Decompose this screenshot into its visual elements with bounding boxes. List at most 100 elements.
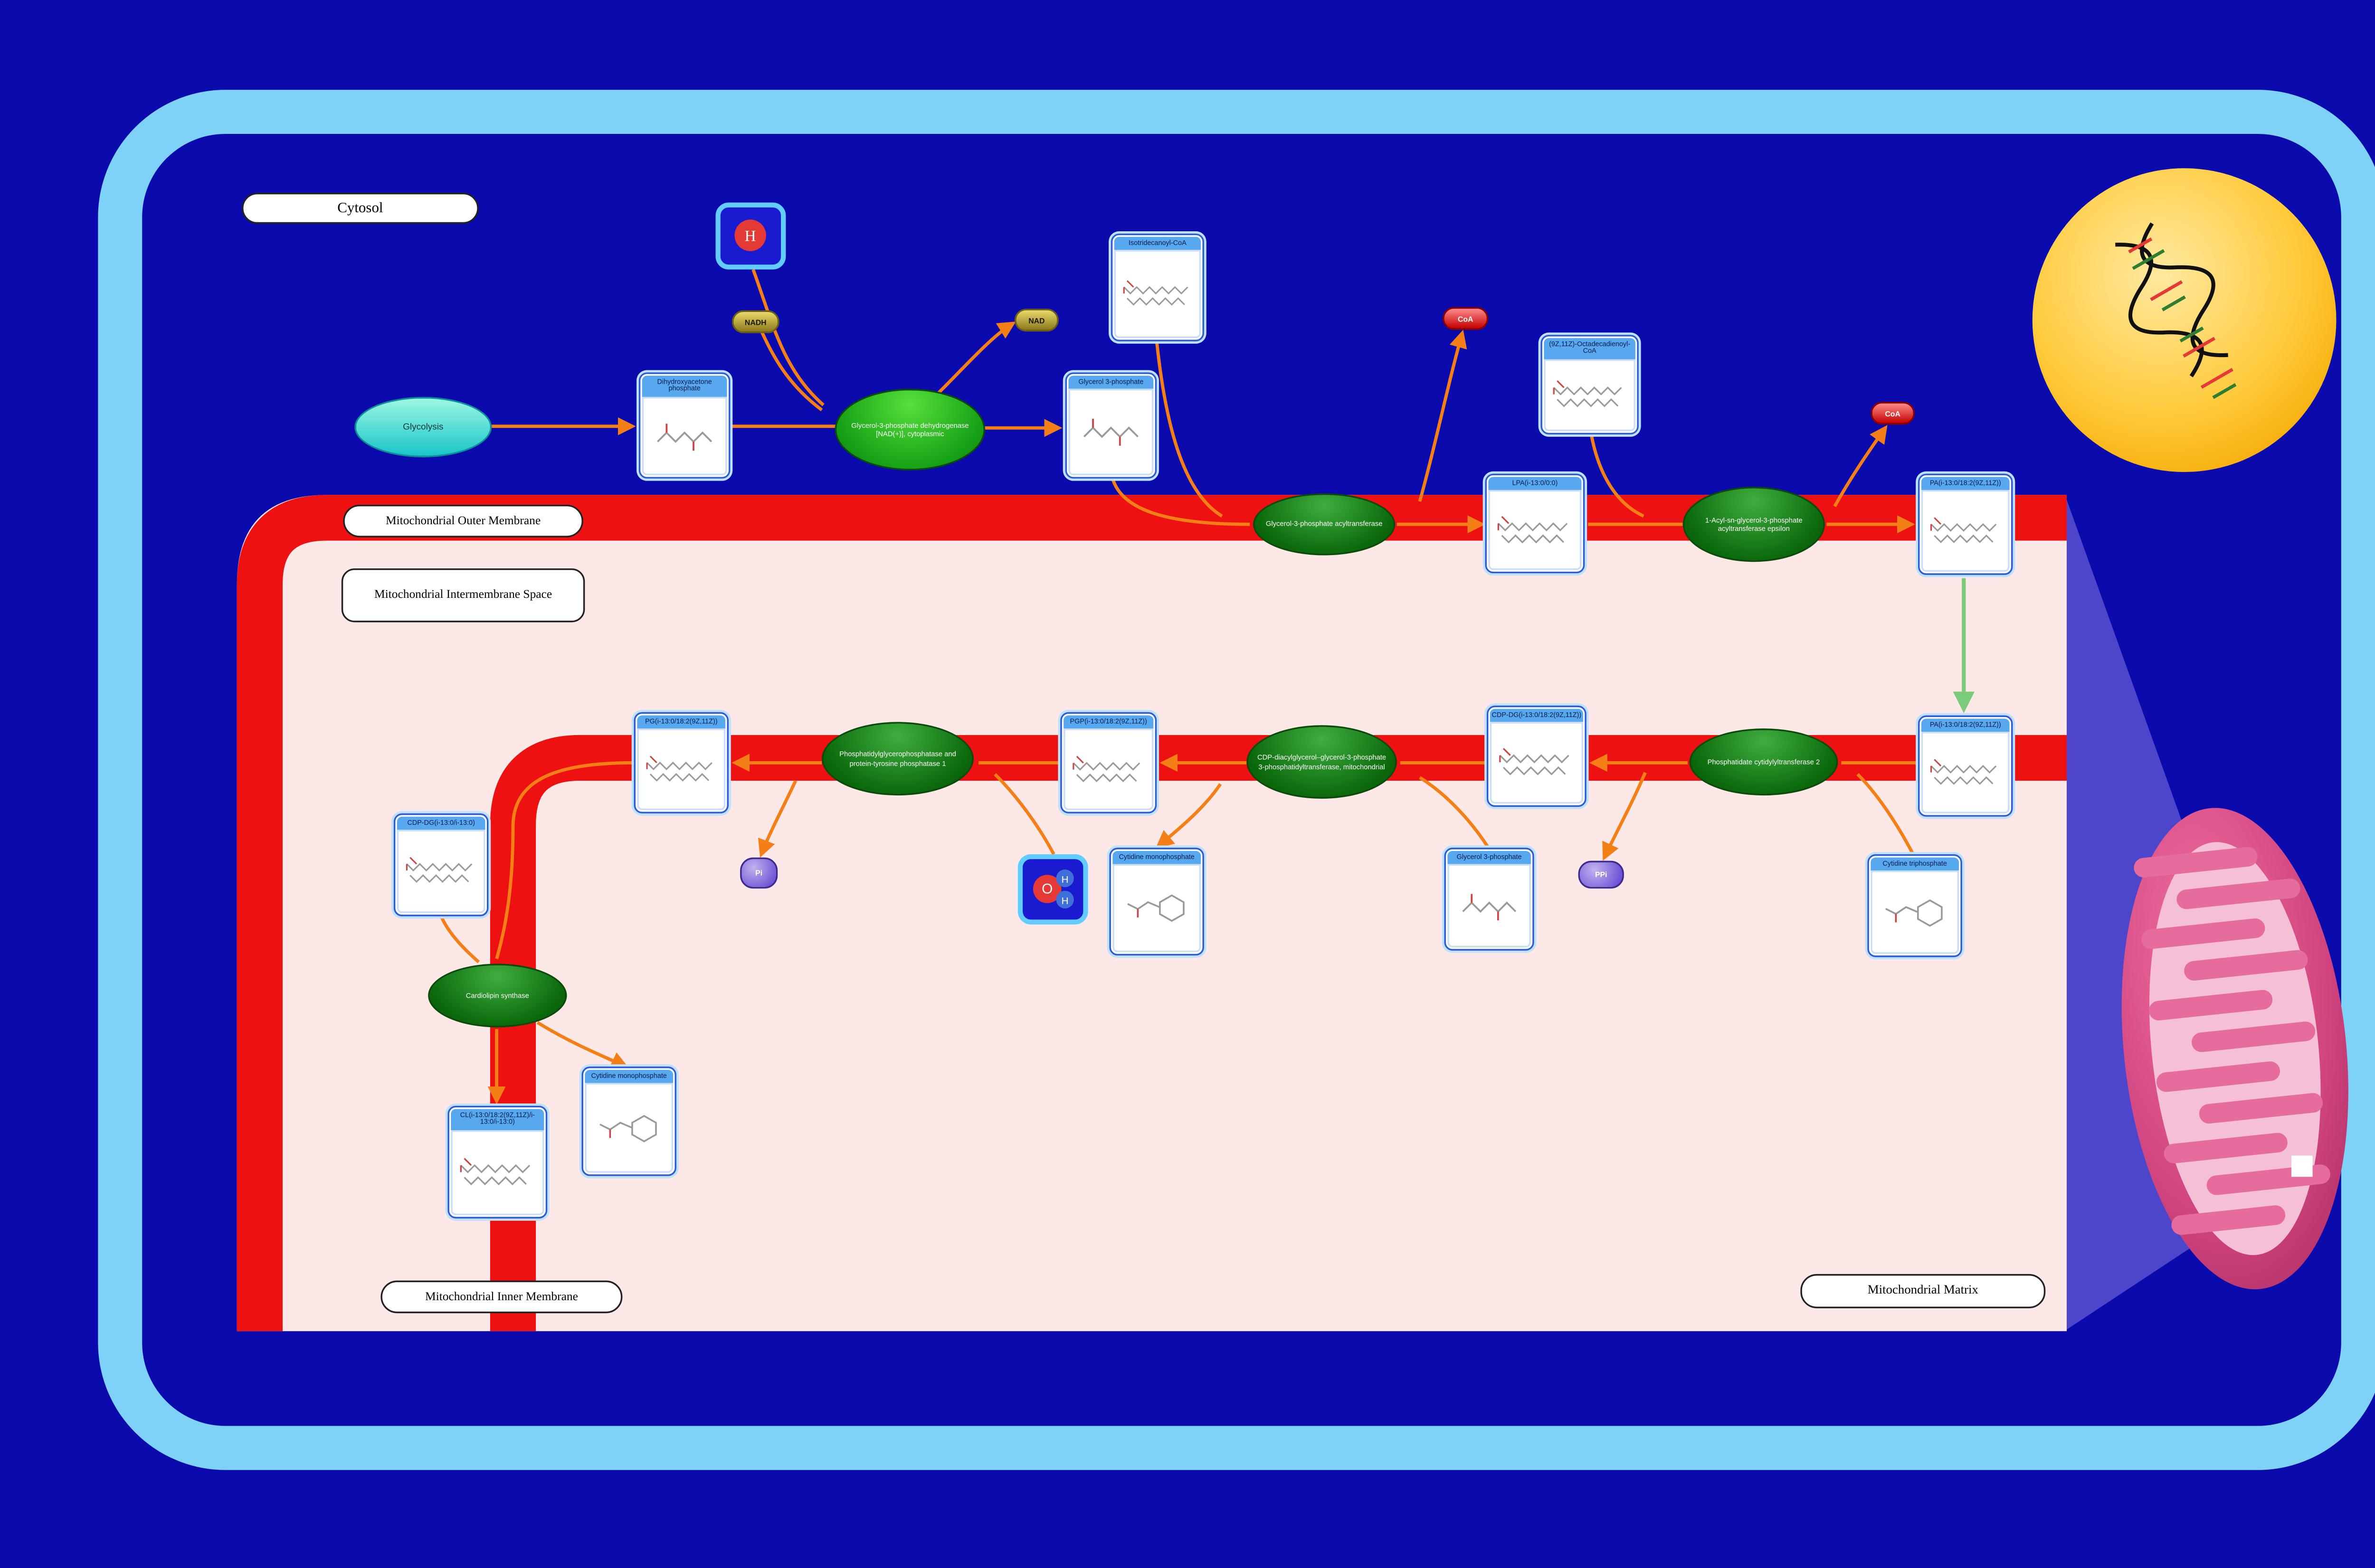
edge-cls-to-cmp2 (536, 1021, 629, 1069)
glycerol-3-phosphate-cytosol-structure (1068, 388, 1154, 475)
pg[interactable]: PG(i-13:0/18:2(9Z,11Z)) (634, 712, 729, 813)
cmp-2[interactable]: Cytidine monophosphate (581, 1067, 676, 1176)
pi[interactable]: Pi (740, 857, 778, 889)
dihydroxyacetone-phosphate[interactable]: Dihydroxyacetone phosphate (638, 372, 731, 479)
isotridecanoyl-coa[interactable]: Isotridecanoyl-CoA (1111, 233, 1204, 341)
dihydroxyacetone-phosphate-structure (642, 396, 727, 475)
svg-text:O: O (1042, 881, 1053, 897)
cl[interactable]: CL(i-13:0/18:2(9Z,11Z)/i-13:0/i-13:0) (447, 1105, 548, 1219)
pg-label: PG(i-13:0/18:2(9Z,11Z)) (637, 715, 726, 728)
molecule-structure-icon (657, 423, 712, 450)
cdp-dg-1-structure (1490, 721, 1583, 804)
gpd1-enzyme-label: Glycerol-3-phosphate dehydrogenase [NAD(… (851, 421, 969, 438)
pa-outer-structure (1921, 490, 2010, 572)
cell-outline (98, 90, 2375, 1470)
svg-text:H: H (1062, 875, 1069, 886)
molecule-structure-icon (460, 1158, 531, 1186)
ptpmt1-enzyme[interactable]: Phosphatidylglycerophosphatase and prote… (822, 722, 974, 796)
ptpmt1-enzyme-label: Phosphatidylglycerophosphatase and prote… (839, 750, 956, 767)
edge-nad-out (936, 321, 1016, 395)
isotridecanoyl-coa-label: Isotridecanoyl-CoA (1114, 236, 1201, 250)
ctp-label: Cytidine triphosphate (1871, 857, 1959, 870)
reaction-edges (439, 269, 1975, 1105)
pi-label: Pi (755, 869, 763, 878)
cl-label: CL(i-13:0/18:2(9Z,11Z)/i-13:0/i-13:0) (451, 1109, 544, 1130)
pgps-enzyme[interactable]: CDP-diacylglycerol–glycerol-3-phosphate … (1246, 725, 1397, 799)
water-molecule-icon: OHH (1033, 869, 1074, 909)
dna-helix-icon (2115, 222, 2237, 399)
pa-inner-label: PA(i-13:0/18:2(9Z,11Z)) (1921, 718, 2010, 732)
ppi[interactable]: PPi (1578, 860, 1624, 889)
molecule-structure-icon (1500, 748, 1570, 776)
cmp-2-structure (585, 1082, 674, 1173)
isotridecanoyl-coa-structure (1114, 249, 1201, 338)
molecule-structure-icon (1073, 755, 1141, 782)
pa-outer-label: PA(i-13:0/18:2(9Z,11Z)) (1921, 477, 2010, 490)
glycerol-3-phosphate-cytosol-label: Glycerol 3-phosphate (1068, 376, 1154, 388)
edge-pg-to-cls (495, 761, 634, 959)
cmp-1-label: Cytidine monophosphate (1112, 851, 1201, 864)
octadecadienoyl-coa-label: (9Z,11Z)-Octadecadienoyl-CoA (1544, 338, 1635, 359)
lpa-label: LPA(i-13:0/0:0) (1488, 477, 1582, 490)
gpat-enzyme[interactable]: Glycerol-3-phosphate acyltransferase (1253, 493, 1396, 556)
cdp-dg-1-label: CDP-DG(i-13:0/18:2(9Z,11Z)) (1490, 708, 1583, 722)
gpd1-enzyme[interactable]: Glycerol-3-phosphate dehydrogenase [NAD(… (835, 388, 986, 471)
proton-icon: H (735, 220, 767, 252)
cdp-dg-1[interactable]: CDP-DG(i-13:0/18:2(9Z,11Z)) (1486, 705, 1586, 807)
lpa[interactable]: LPA(i-13:0/0:0) (1485, 473, 1585, 574)
glycolysis-pathway[interactable]: Glycolysis (354, 397, 492, 458)
edge-nadh-in (756, 322, 823, 412)
agpat-epsilon-enzyme[interactable]: 1-Acyl-sn-glycerol-3-phosphate acyltrans… (1682, 487, 1825, 562)
cmp-1-structure (1112, 863, 1201, 953)
nadh-label: NADH (744, 318, 767, 326)
edge-ppi-out (1602, 772, 1647, 861)
glycerol-3-phosphate-matrix-label: Glycerol 3-phosphate (1447, 851, 1531, 864)
molecule-structure-icon (406, 858, 473, 884)
coa-2[interactable]: CoA (1871, 402, 1915, 425)
cds2-enzyme[interactable]: Phosphatidate cytidylyltransferase 2 (1689, 728, 1838, 796)
intermembrane-space-label: Mitochondrial Intermembrane Space (341, 568, 585, 623)
molecule-structure-icon (1127, 895, 1185, 923)
molecule-structure-icon (1462, 893, 1516, 920)
edge-cmp1-out (1155, 783, 1222, 849)
inner-membrane-label: Mitochondrial Inner Membrane (380, 1280, 623, 1313)
cds2-enzyme-label: Phosphatidate cytidylyltransferase 2 (1707, 757, 1820, 766)
pa-outer[interactable]: PA(i-13:0/18:2(9Z,11Z)) (1918, 473, 2013, 575)
coa-1-label: CoA (1457, 314, 1473, 323)
cdp-dg-2-label: CDP-DG(i-13:0/i-13:0) (397, 816, 485, 830)
mitochondrion-illustration (2121, 808, 2348, 1290)
coa-1[interactable]: CoA (1443, 307, 1489, 330)
ctp-structure (1871, 870, 1959, 954)
cmp-1[interactable]: Cytidine monophosphate (1109, 848, 1204, 956)
cdp-dg-2[interactable]: CDP-DG(i-13:0/i-13:0) (393, 813, 489, 916)
nadh[interactable]: NADH (732, 310, 779, 333)
molecule-structure-icon (1553, 381, 1623, 408)
octadecadienoyl-coa[interactable]: (9Z,11Z)-Octadecadienoyl-CoA (1540, 335, 1639, 435)
ctp[interactable]: Cytidine triphosphate (1867, 854, 1962, 957)
edge-ctp-in (1856, 773, 1915, 855)
molecule-structure-icon (1930, 517, 1997, 543)
molecule-structure-icon (1885, 899, 1943, 927)
glycerol-3-phosphate-matrix[interactable]: Glycerol 3-phosphate (1444, 848, 1534, 951)
octadecadienoyl-coa-structure (1544, 359, 1635, 432)
edge-pi-out (758, 780, 798, 858)
pgp-structure (1064, 728, 1154, 811)
molecule-structure-icon (1123, 280, 1188, 306)
proton[interactable]: H (715, 202, 786, 270)
edge-g3p-to-gpat (1111, 478, 1250, 526)
pgp[interactable]: PGP(i-13:0/18:2(9Z,11Z)) (1060, 712, 1157, 813)
gpat-enzyme-label: Glycerol-3-phosphate acyltransferase (1265, 520, 1383, 529)
cardiolipin-synthase-enzyme[interactable]: Cardiolipin synthase (428, 963, 567, 1028)
glycerol-3-phosphate-cytosol[interactable]: Glycerol 3-phosphate (1065, 372, 1157, 479)
outer-membrane-label: Mitochondrial Outer Membrane (343, 504, 583, 538)
cmp-2-label: Cytidine monophosphate (585, 1069, 674, 1083)
pa-inner[interactable]: PA(i-13:0/18:2(9Z,11Z)) (1918, 715, 2013, 817)
cl-structure (451, 1129, 544, 1216)
ppi-label: PPi (1595, 870, 1607, 879)
nad[interactable]: NAD (1014, 309, 1059, 332)
pg-structure (637, 728, 726, 811)
edge-acylcoa-in (1155, 341, 1223, 518)
